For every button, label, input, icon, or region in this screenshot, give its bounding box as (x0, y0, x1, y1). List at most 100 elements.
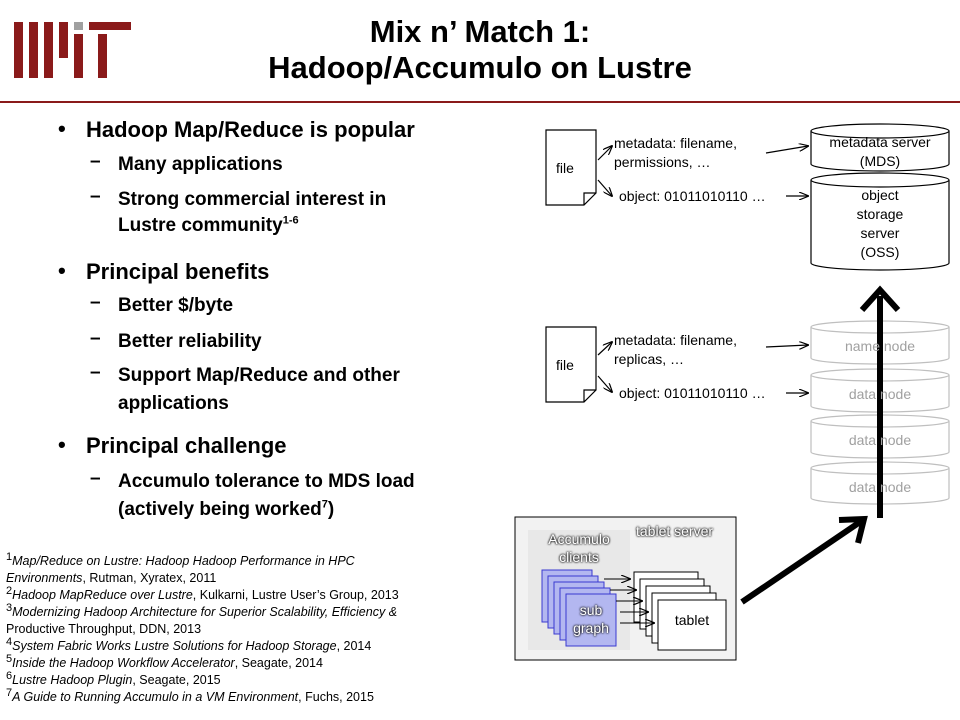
title-line-2: Hadoop/Accumulo on Lustre (268, 50, 692, 85)
title-divider (0, 101, 960, 103)
metadata-line: permissions, … (614, 154, 711, 170)
to-mds-arrow (765, 146, 808, 154)
name-node-label: name node (844, 338, 916, 354)
metadata-label: metadata: filename, permissions, … (614, 134, 737, 172)
dash: – (90, 328, 101, 349)
ref-title: Inside the Hadoop Workflow Accelerator (12, 656, 235, 670)
data-node-label: data node (848, 479, 912, 495)
dash: – (90, 292, 101, 313)
ref-number: 6 (6, 669, 13, 682)
clients-line: clients (559, 549, 599, 565)
ref-number: 1 (6, 550, 13, 563)
subgraph-label: sub graph (566, 601, 616, 637)
data-node-label: data node (848, 386, 912, 402)
ref-title: Modernizing Hadoop Architecture for Supe… (12, 605, 398, 619)
sub-bullet: Many applications (118, 154, 283, 175)
object-arrow (597, 375, 612, 392)
oss-label: object storage server (OSS) (811, 186, 949, 262)
sub-bullet-text: (actively being worked (118, 499, 322, 520)
ref-title: Hadoop MapReduce over Lustre (12, 588, 193, 602)
ref-rest: , 2014 (336, 639, 372, 653)
reference-2: 2Hadoop MapReduce over Lustre, Kulkarni,… (6, 584, 399, 604)
sub-bullet: Better reliability (118, 331, 262, 352)
sub-bullet: Accumulo tolerance to MDS load (118, 471, 415, 492)
reference-1: 1Map/Reduce on Lustre: Hadoop Hadoop Per… (6, 550, 355, 570)
object-label: object: 01011010110 … (619, 188, 766, 204)
ref-title: A Guide to Running Accumulo in a VM Envi… (12, 690, 299, 704)
object-label: object: 01011010110 … (619, 385, 766, 401)
ref-number: 4 (6, 635, 13, 648)
bullet-dot-2: • (58, 258, 66, 283)
tablet-server-label: tablet server (636, 523, 714, 539)
ref-rest: , Rutman, Xyratex, 2011 (82, 571, 217, 585)
subgraph-line: sub (579, 602, 603, 618)
mit-logo (14, 22, 131, 78)
file-icon (545, 326, 597, 403)
accumulo-clients-label: Accumulo clients (528, 530, 630, 566)
bullet-2: Principal benefits (86, 259, 270, 284)
ref-rest: , Fuchs, 2015 (298, 690, 374, 704)
bullet-dot-1: • (58, 116, 66, 141)
ref-number: 5 (6, 652, 13, 665)
subgraph-card (565, 593, 617, 647)
oss-cylinder (810, 172, 950, 271)
file-label: file (556, 160, 574, 176)
reference-5: 5Inside the Hadoop Workflow Accelerator,… (6, 652, 323, 672)
ref-number: 2 (6, 584, 13, 597)
mds-line: (MDS) (859, 153, 901, 169)
reference-6: 6Lustre Hadoop Plugin, Seagate, 2015 (6, 669, 221, 689)
sub-bullet-cont: applications (118, 393, 229, 414)
diagonal-arrow (740, 519, 862, 605)
ref-title: Environments (6, 571, 83, 585)
sub-bullet: Strong commercial interest in (118, 189, 387, 210)
mds-cylinder (810, 123, 950, 172)
dash: – (90, 362, 101, 383)
reference-7: 7A Guide to Running Accumulo in a VM Env… (6, 686, 374, 706)
dash: – (90, 151, 101, 172)
subgraph-line: graph (573, 620, 609, 636)
ref-rest: , Seagate, 2014 (234, 656, 323, 670)
oss-line: server (860, 225, 900, 241)
reference-1-cont: Environments, Rutman, Xyratex, 2011 (6, 570, 216, 587)
bullet-dot-3: • (58, 432, 66, 457)
oss-line: (OSS) (860, 244, 900, 260)
bullet-3: Principal challenge (86, 433, 287, 458)
oss-line: storage (856, 206, 904, 222)
mds-line: metadata server (829, 134, 931, 150)
title-line-1: Mix n’ Match 1: (369, 14, 591, 49)
reference-4: 4System Fabric Works Lustre Solutions fo… (6, 635, 372, 655)
file-label: file (556, 357, 574, 373)
dash: – (90, 186, 101, 207)
clients-line: Accumulo (548, 531, 610, 547)
sub-bullet-cont: Lustre community1-6 (118, 212, 299, 240)
ref-title: Map/Reduce on Lustre: Hadoop Hadoop Perf… (12, 554, 355, 568)
tablet-card (657, 599, 727, 651)
metadata-line: metadata: filename, (614, 332, 737, 348)
bullet-1: Hadoop Map/Reduce is popular (86, 117, 415, 142)
metadata-line: metadata: filename, (614, 135, 737, 151)
oss-line: object (861, 187, 899, 203)
metadata-arrow (597, 342, 612, 356)
ref-number: 3 (6, 601, 13, 614)
reference-3: 3Modernizing Hadoop Architecture for Sup… (6, 601, 398, 621)
file-icon (545, 129, 597, 206)
ref-rest: , Seagate, 2015 (132, 673, 221, 687)
data-node-label: data node (848, 432, 912, 448)
superscript: 7 (321, 498, 328, 511)
sub-bullet-text: Lustre community (118, 215, 283, 236)
dash: – (90, 468, 101, 489)
sub-bullet-cont: (actively being worked7) (118, 496, 334, 524)
object-arrow (597, 179, 612, 196)
vertical-arrowhead (859, 285, 901, 313)
ref-number: 7 (6, 686, 13, 699)
superscript: 1-6 (282, 214, 299, 227)
to-namenode-arrow (765, 345, 808, 347)
mds-label: metadata server (MDS) (811, 133, 949, 171)
metadata-label: metadata: filename, replicas, … (614, 331, 737, 369)
sub-bullet-text: ) (327, 499, 335, 520)
metadata-line: replicas, … (614, 351, 685, 367)
sub-bullet: Support Map/Reduce and other (118, 365, 400, 386)
ref-title: System Fabric Works Lustre Solutions for… (12, 639, 337, 653)
diagonal-arrowhead (838, 515, 868, 544)
